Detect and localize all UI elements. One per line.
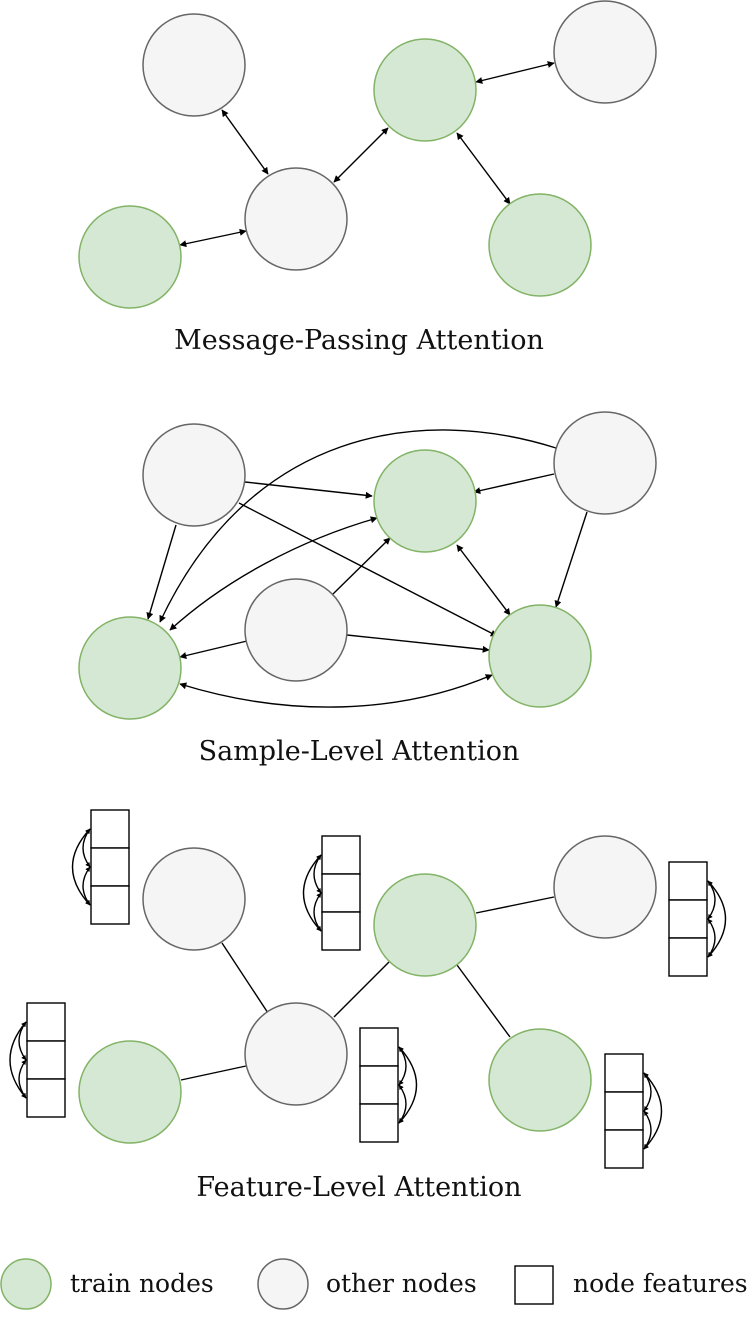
legend-other-label: other nodes (326, 1269, 477, 1298)
other-node (142, 847, 246, 951)
feature-cell (90, 847, 130, 887)
feature-cell (321, 911, 361, 951)
feature-cell (668, 899, 708, 939)
other-node (553, 835, 657, 939)
edge (475, 896, 555, 914)
edge (332, 537, 391, 595)
other-node (244, 578, 348, 682)
feature-stack (302, 835, 361, 951)
other-node (244, 167, 348, 271)
edge (456, 132, 511, 205)
edges (180, 896, 555, 1081)
feature-cell (359, 1065, 399, 1105)
feature-cell (321, 873, 361, 913)
feature-cell (26, 1040, 66, 1080)
edges (179, 61, 555, 248)
feature-cell (604, 1053, 644, 1093)
feature-stack (359, 1027, 418, 1143)
train-node (78, 205, 182, 309)
feature-cell (668, 937, 708, 977)
legend-other-swatch (257, 1258, 309, 1310)
feature-stack (668, 861, 727, 977)
feature-cell (668, 861, 708, 901)
other-node (244, 1002, 348, 1106)
train-node (373, 873, 477, 977)
edge (221, 109, 269, 175)
feature-cell (604, 1129, 644, 1169)
edge (179, 228, 247, 248)
edge (333, 961, 390, 1018)
train-node (488, 193, 592, 297)
train-node (373, 38, 477, 142)
train-node (373, 449, 477, 553)
edge (180, 1065, 247, 1081)
other-node (553, 411, 657, 515)
other-node (553, 0, 657, 104)
edge (475, 61, 555, 84)
edge (179, 640, 248, 659)
edge (456, 544, 511, 616)
feature-cell (90, 885, 130, 925)
panel-sample-level: Sample-Level Attention (78, 411, 657, 767)
legend-feature-label: node features (573, 1269, 747, 1298)
edges (146, 429, 588, 708)
train-node (78, 1040, 182, 1144)
feature-cell (359, 1027, 399, 1067)
edge (554, 511, 588, 608)
caption-feature-level: Feature-Level Attention (196, 1172, 521, 1203)
edge (333, 127, 389, 183)
feature-cell (90, 809, 130, 849)
caption-message-passing: Message-Passing Attention (174, 325, 544, 356)
panel-message-passing: Message-Passing Attention (78, 0, 657, 356)
edge (146, 524, 177, 620)
other-node (142, 423, 246, 527)
train-node (488, 1028, 592, 1132)
legend: train nodes other nodes node features (0, 1258, 747, 1310)
legend-train-swatch (0, 1258, 52, 1310)
panel-feature-level: Feature-Level Attention (9, 809, 727, 1203)
edge (221, 942, 269, 1014)
edge (169, 516, 378, 631)
edge (456, 964, 511, 1038)
edge (179, 674, 493, 708)
feature-cell (26, 1002, 66, 1042)
train-node (488, 604, 592, 708)
other-node (142, 13, 246, 117)
caption-sample-level: Sample-Level Attention (199, 736, 520, 767)
edge (473, 473, 555, 495)
feature-cell (26, 1078, 66, 1118)
legend-train-label: train nodes (70, 1269, 214, 1298)
edge (244, 481, 373, 499)
legend-feature-swatch (514, 1265, 554, 1305)
feature-stack (9, 1002, 66, 1118)
feature-cell (321, 835, 361, 875)
feature-stack (604, 1053, 663, 1169)
edge (346, 634, 490, 653)
feature-stack (71, 809, 130, 925)
feature-cell (359, 1103, 399, 1143)
train-node (78, 616, 182, 720)
feature-cell (604, 1091, 644, 1131)
